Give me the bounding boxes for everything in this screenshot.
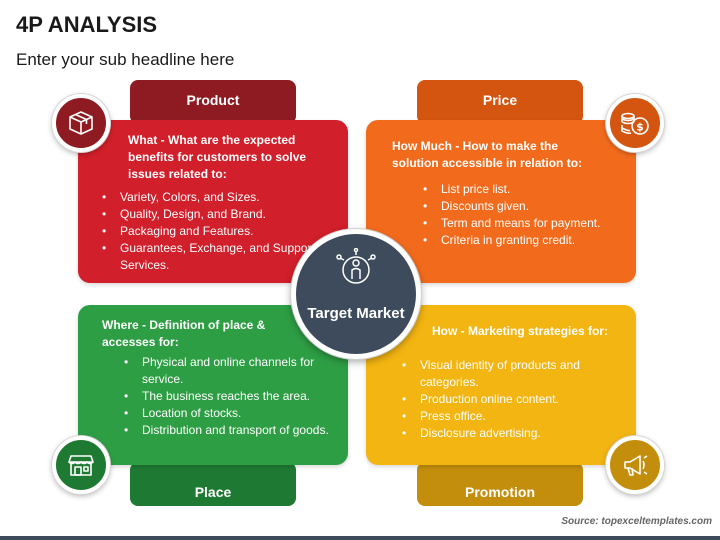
list-item: Distribution and transport of goods. [124,422,332,439]
promotion-card: How - Marketing strategies for: Visual i… [366,305,636,465]
list-item: Variety, Colors, and Sizes. [102,189,344,206]
coins-icon: $ [621,112,649,135]
list-item: Production online content. [402,391,620,408]
list-item: Press office. [402,408,620,425]
list-item: Visual identity of products and categori… [402,357,620,391]
list-item: Physical and online channels for service… [124,354,332,388]
megaphone-icon [624,455,648,476]
place-list: Physical and online channels for service… [124,354,332,439]
promotion-heading: How - Marketing strategies for: [432,324,609,338]
price-tab: Price [417,80,583,124]
page-title: 4P ANALYSIS [16,12,158,37]
target-market-icon [336,248,376,284]
list-item: Guarantees, Exchange, and Support Servic… [102,240,344,274]
place-icon-circle [52,436,110,494]
target-market-circle: Target Market [291,229,421,359]
product-heading: What - What are the expected benefits fo… [128,133,307,181]
svg-text:$: $ [636,121,644,134]
place-heading: Where - Definition of place & accesses f… [102,318,266,349]
price-card: How Much - How to make the solution acce… [366,120,636,283]
list-item: Discounts given. [423,198,621,215]
source-credit: Source: topexceltemplates.com [561,516,712,527]
store-icon [68,455,94,476]
place-tab-label: Place [194,484,232,500]
promotion-tab-label: Promotion [465,484,535,500]
list-item: Location of stocks. [124,405,332,422]
product-tab-label: Product [186,92,240,108]
price-heading: How Much - How to make the solution acce… [392,139,583,170]
page-subtitle: Enter your sub headline here [16,50,235,69]
bottom-bar [0,536,720,540]
list-item: Packaging and Features. [102,223,344,240]
product-tab: Product [130,80,296,124]
price-list: List price list. Discounts given. Term a… [423,181,621,249]
price-tab-label: Price [482,92,518,108]
promotion-tab: Promotion [417,462,583,506]
list-item: List price list. [423,181,621,198]
list-item: Disclosure advertising. [402,425,620,442]
list-item: Criteria in granting credit. [423,232,621,249]
target-market-label: Target Market [307,305,405,322]
promotion-list: Visual identity of products and categori… [402,357,620,442]
place-tab: Place [130,462,296,506]
list-item: Term and means for payment. [423,215,621,232]
product-icon-circle [52,94,110,152]
product-list: Variety, Colors, and Sizes. Quality, Des… [102,189,344,274]
promotion-icon-circle [606,436,664,494]
box-icon [69,111,93,135]
product-card: What - What are the expected benefits fo… [78,120,348,283]
list-item: The business reaches the area. [124,388,332,405]
price-icon-circle: $ [606,94,664,152]
place-card: Where - Definition of place & accesses f… [78,305,348,465]
list-item: Quality, Design, and Brand. [102,206,344,223]
